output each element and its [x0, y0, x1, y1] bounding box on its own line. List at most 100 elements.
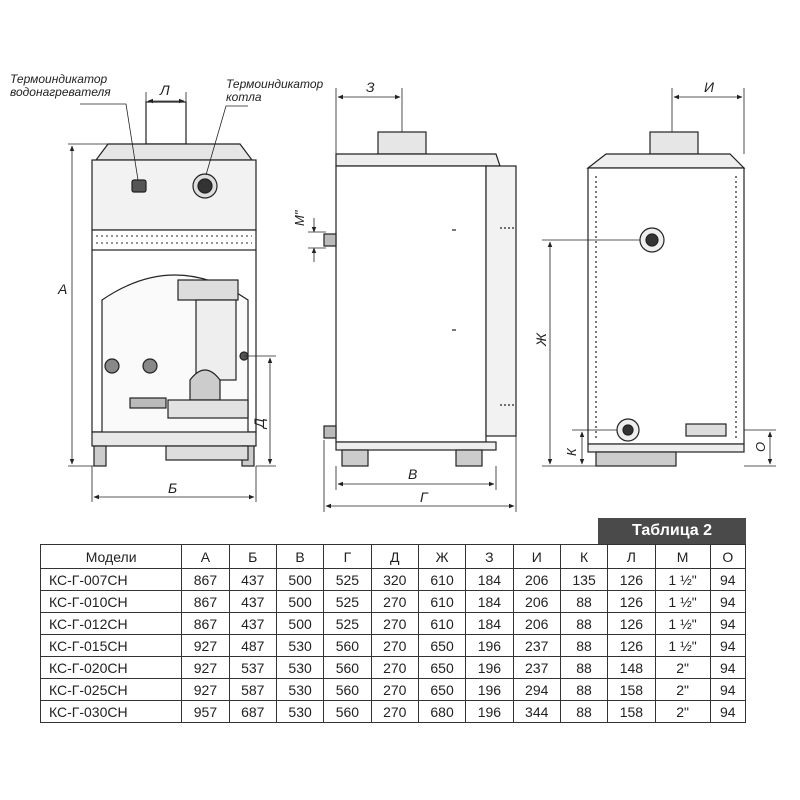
column-header: Модели — [39, 544, 183, 569]
value-cell: 957 — [181, 700, 230, 723]
value-cell: 1 ½" — [654, 568, 711, 591]
value-cell: 135 — [559, 568, 609, 591]
value-cell: 94 — [709, 678, 747, 701]
value-cell: 610 — [417, 612, 467, 635]
dim-label-M: М" — [292, 209, 307, 226]
value-cell: 94 — [709, 612, 747, 635]
side-foot-right — [455, 449, 483, 467]
value-cell: 126 — [607, 612, 656, 635]
value-cell: 867 — [181, 590, 230, 613]
front-view — [91, 101, 257, 467]
value-cell: 867 — [181, 568, 230, 591]
value-cell: 530 — [275, 700, 325, 723]
value-cell: 206 — [512, 568, 561, 591]
column-header: Д — [370, 544, 419, 569]
value-cell: 126 — [607, 634, 656, 657]
value-cell: 237 — [512, 656, 561, 679]
column-header: К — [559, 544, 609, 569]
value-cell: 184 — [465, 612, 514, 635]
value-cell: 537 — [228, 656, 277, 679]
value-cell: 525 — [323, 612, 372, 635]
column-header: В — [275, 544, 325, 569]
callout-line-2: котла — [226, 90, 262, 104]
value-cell: 94 — [709, 568, 747, 591]
value-cell: 94 — [709, 700, 747, 723]
value-cell: 94 — [709, 590, 747, 613]
value-cell: 500 — [275, 590, 325, 613]
model-cell: КС-Г-020СН — [39, 656, 183, 679]
value-cell: 2" — [654, 656, 711, 679]
rear-flue — [649, 131, 699, 155]
dim-label-A: А — [57, 281, 67, 297]
value-cell: 867 — [181, 612, 230, 635]
rear-dimensions — [542, 88, 776, 467]
dim-label-V: В — [408, 466, 417, 482]
value-cell: 196 — [465, 700, 514, 723]
model-cell: КС-Г-012СН — [39, 612, 183, 635]
value-cell: 196 — [465, 656, 514, 679]
table-title: Таблица 2 — [598, 518, 746, 544]
value-cell: 88 — [559, 678, 609, 701]
value-cell: 927 — [181, 678, 230, 701]
side-body — [335, 165, 487, 443]
value-cell: 610 — [417, 568, 467, 591]
value-cell: 560 — [323, 700, 372, 723]
column-header: И — [512, 544, 561, 569]
side-view — [323, 131, 517, 467]
value-cell: 500 — [275, 612, 325, 635]
value-cell: 270 — [370, 634, 419, 657]
side-foot-left — [341, 449, 369, 467]
dim-label-B: Б — [168, 480, 177, 496]
value-cell: 560 — [323, 656, 372, 679]
front-flue — [145, 101, 187, 145]
value-cell: 687 — [228, 700, 277, 723]
front-foot-left — [93, 445, 107, 467]
value-cell: 650 — [417, 656, 467, 679]
value-cell: 88 — [559, 634, 609, 657]
dim-label-G: Г — [420, 489, 429, 505]
value-cell: 2" — [654, 678, 711, 701]
value-cell: 88 — [559, 700, 609, 723]
value-cell: 237 — [512, 634, 561, 657]
rear-view — [586, 131, 746, 467]
value-cell: 650 — [417, 678, 467, 701]
value-cell: 530 — [275, 634, 325, 657]
value-cell: 2" — [654, 700, 711, 723]
dim-label-I: И — [704, 79, 715, 95]
value-cell: 680 — [417, 700, 467, 723]
water-heater-indicator-icon — [131, 179, 147, 193]
dim-label-O: О — [753, 442, 768, 452]
column-header: Ж — [417, 544, 467, 569]
value-cell: 206 — [512, 612, 561, 635]
boiler-drawing: А Б Л Д З М" В Г — [57, 79, 776, 512]
value-cell: 344 — [512, 700, 561, 723]
dim-label-K: К — [564, 447, 579, 456]
value-cell: 1 ½" — [654, 590, 711, 613]
value-cell: 530 — [275, 656, 325, 679]
side-dimensions — [308, 88, 517, 512]
value-cell: 148 — [607, 656, 656, 679]
value-cell: 126 — [607, 590, 656, 613]
value-cell: 500 — [275, 568, 325, 591]
front-dimensions — [68, 92, 276, 502]
value-cell: 525 — [323, 590, 372, 613]
value-cell: 196 — [465, 634, 514, 657]
value-cell: 158 — [607, 700, 656, 723]
value-cell: 650 — [417, 634, 467, 657]
column-header: Б — [228, 544, 277, 569]
value-cell: 927 — [181, 634, 230, 657]
value-cell: 88 — [559, 590, 609, 613]
value-cell: 560 — [323, 678, 372, 701]
column-header: Л — [607, 544, 656, 569]
column-header: А — [181, 544, 230, 569]
value-cell: 437 — [228, 590, 277, 613]
water-heater-indicator-callout: Термоиндикатор водонагревателя — [10, 73, 111, 99]
